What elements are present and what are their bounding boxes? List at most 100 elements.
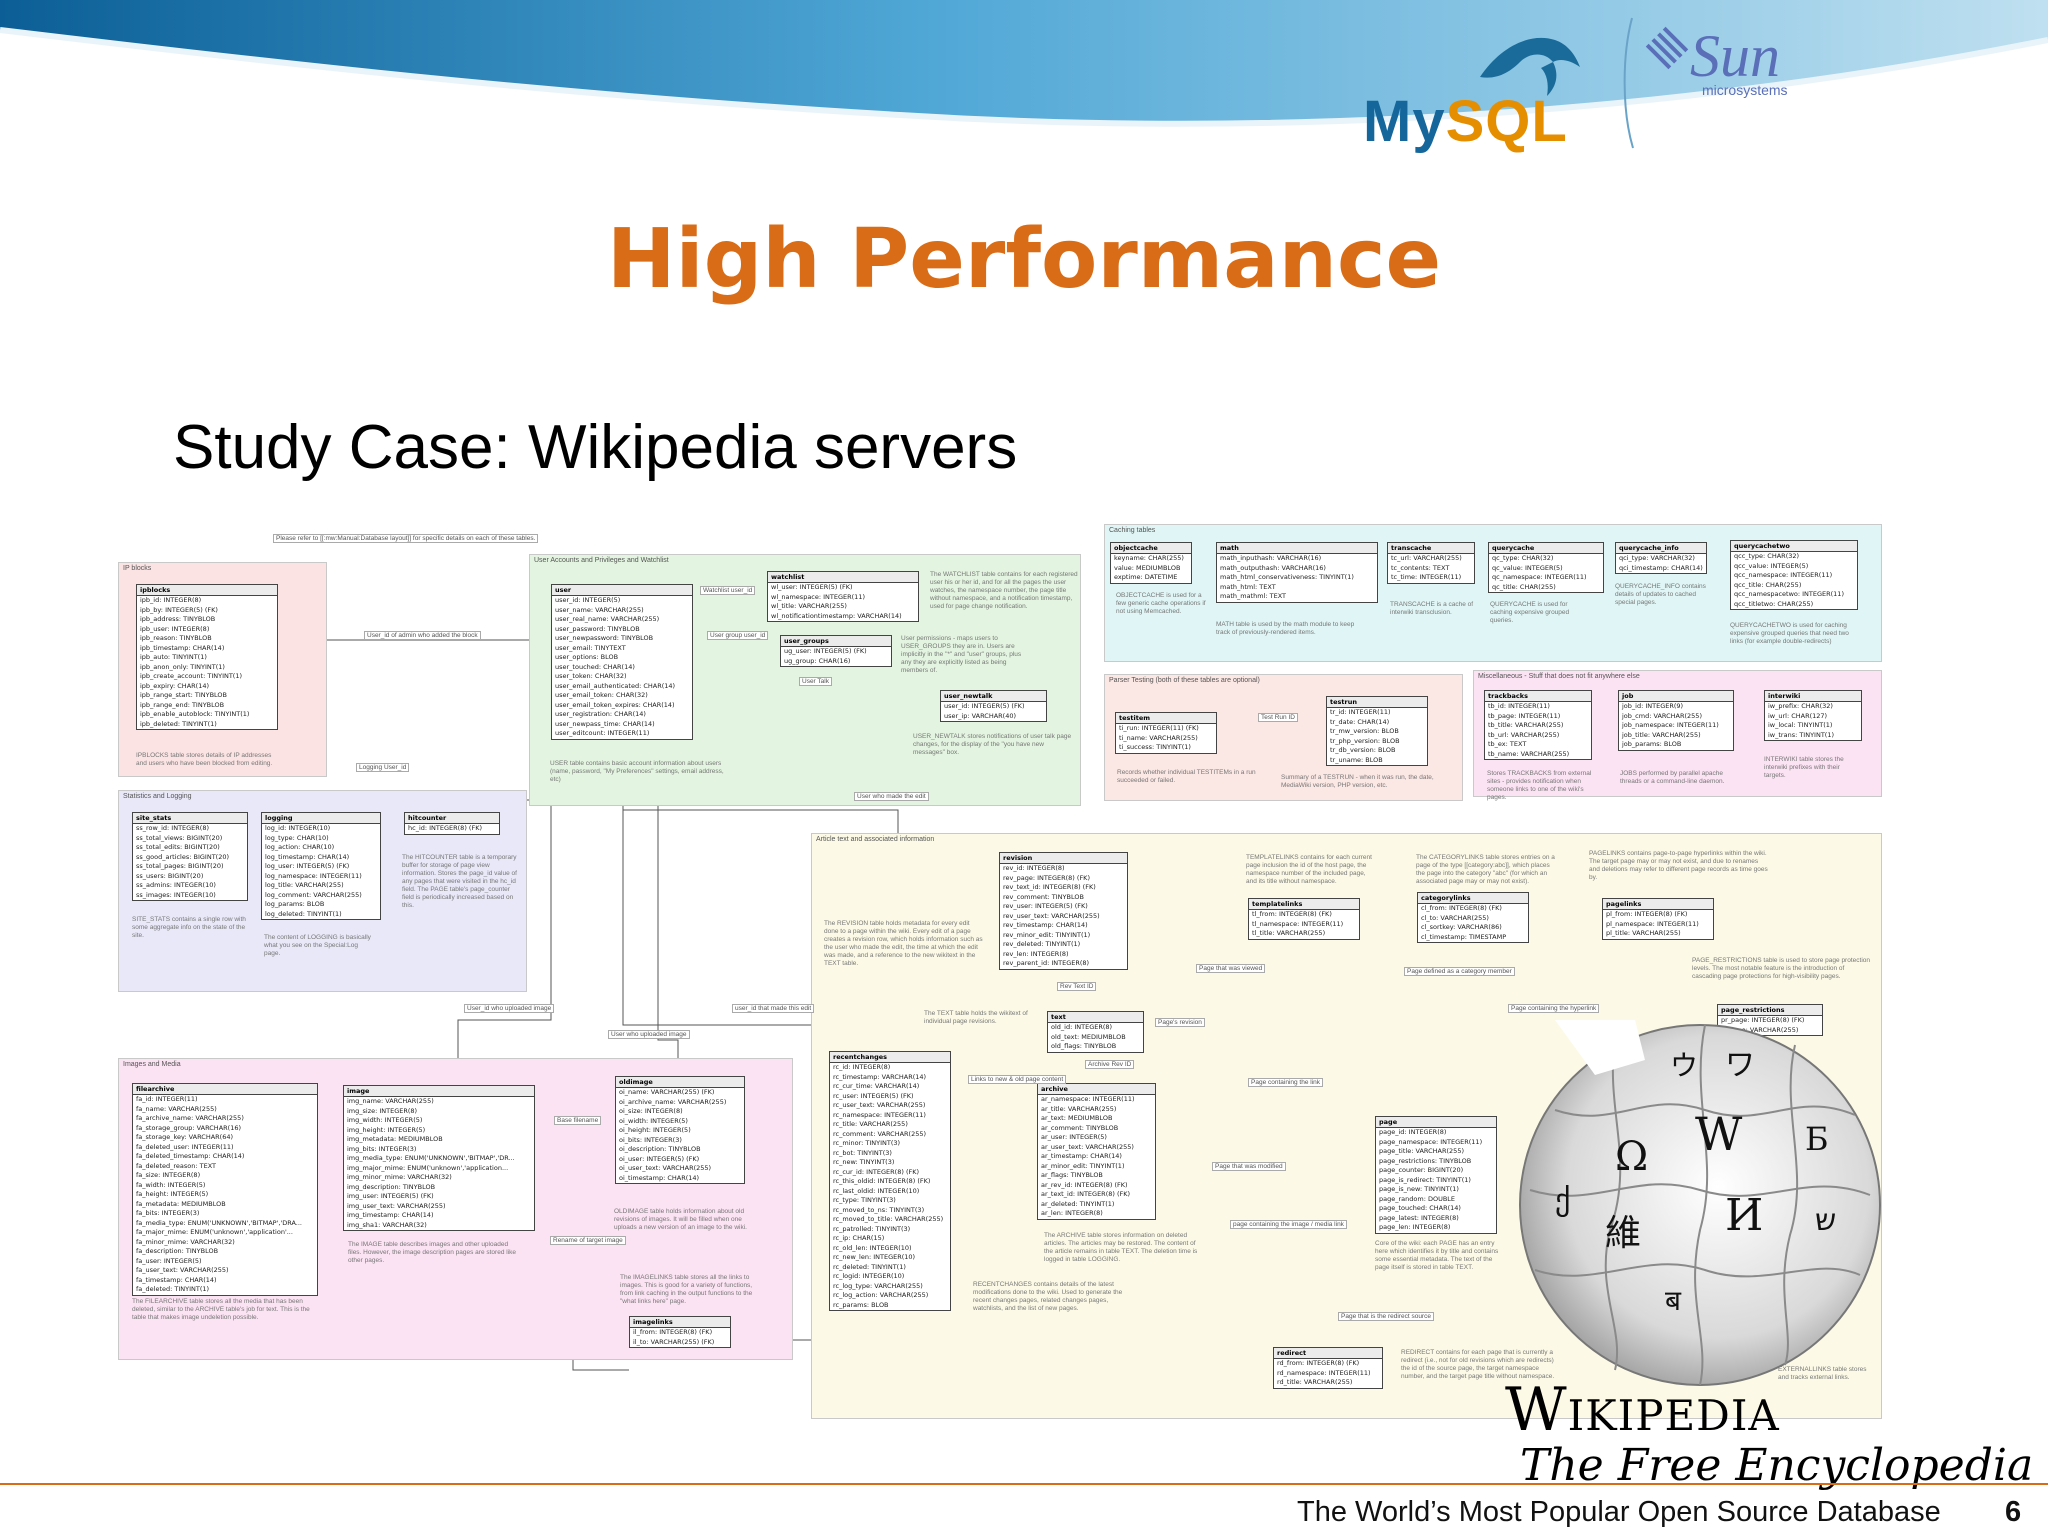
- table-field: page_is_redirect: TINYINT(1): [1379, 1175, 1471, 1184]
- table-field: img_bits: INTEGER(3): [347, 1144, 417, 1153]
- table-field: fa_storage_key: VARCHAR(64): [136, 1133, 234, 1141]
- table-field: rc_moved_to_ns: TINYINT(3): [833, 1205, 925, 1214]
- table-field: oi_size: INTEGER(8): [619, 1107, 683, 1115]
- relation-label: Page containing the link: [1248, 1078, 1324, 1087]
- table-description-note: QUERYCACHETWO is used for caching expens…: [1730, 622, 1849, 645]
- table-field: value: MEDIUMBLOB: [1114, 563, 1181, 572]
- table-field: fa_minor_mime: VARCHAR(32): [136, 1237, 235, 1246]
- table-field: rev_timestamp: CHAR(14): [1003, 921, 1088, 929]
- table-field: rc_deleted: TINYINT(1): [833, 1262, 906, 1271]
- table-field: log_comment: VARCHAR(255): [265, 890, 362, 899]
- table-field: qc_type: CHAR(32): [1492, 554, 1554, 562]
- relation-label: Test Run ID: [1258, 713, 1298, 722]
- table-field: cl_to: VARCHAR(255): [1421, 913, 1489, 922]
- table-name: redirect: [1274, 1348, 1382, 1359]
- table-field: iw_local: TINYINT(1): [1768, 721, 1833, 729]
- globe-glyph: ქ: [1555, 1183, 1570, 1218]
- table-field: rc_new: TINYINT(3): [833, 1158, 895, 1166]
- table-field: fa_metadata: MEDIUMBLOB: [136, 1199, 226, 1208]
- table-field: ipb_reason: TINYBLOB: [140, 634, 212, 642]
- relation-label: page containing the image / media link: [1230, 1220, 1347, 1229]
- table-name: text: [1048, 1012, 1143, 1023]
- table-name: revision: [1000, 853, 1127, 864]
- table-field: user_email_authenticated: CHAR(14): [555, 681, 676, 690]
- table-field: rev_page: INTEGER(8) (FK): [1003, 873, 1090, 882]
- relation-label: Rename of target image: [550, 1236, 626, 1245]
- table-field: rc_new_len: INTEGER(10): [833, 1253, 916, 1261]
- relation-label: User who uploaded image: [608, 1030, 690, 1039]
- table-name: job: [1619, 691, 1733, 702]
- relation-label: Archive Rev ID: [1085, 1060, 1135, 1069]
- table-field: ss_users: BIGINT(20): [136, 871, 204, 880]
- table-name: page_restrictions: [1718, 1005, 1822, 1016]
- table-field: rc_minor: TINYINT(3): [833, 1139, 901, 1147]
- sun-logo-text: Sun: [1690, 23, 1780, 89]
- table-field: fa_media_type: ENUM('UNKNOWN','BITMAP','…: [136, 1218, 302, 1227]
- globe-glyph: 維: [1605, 1213, 1641, 1254]
- table-field: fa_storage_group: VARCHAR(16): [136, 1123, 241, 1132]
- region-label: Miscellaneous - Stuff that does not fit …: [1478, 673, 1640, 680]
- table-field: rc_comment: VARCHAR(255): [833, 1129, 927, 1138]
- table-field: log_params: BLOB: [265, 900, 325, 908]
- sun-logo-subtitle: microsystems: [1702, 82, 1788, 98]
- table-field: qcc_title: CHAR(255): [1734, 580, 1802, 589]
- table-field: rev_comment: TINYBLOB: [1003, 892, 1084, 901]
- table-field: ar_user_text: VARCHAR(255): [1041, 1142, 1134, 1151]
- table-name: filearchive: [133, 1084, 317, 1095]
- table-description-note: The REVISION table holds metadata for ev…: [824, 920, 983, 967]
- table-field: rc_namespace: INTEGER(11): [833, 1110, 926, 1119]
- table-description-note: SITE_STATS contains a single row with so…: [132, 916, 246, 939]
- table-field: ar_comment: TINYBLOB: [1041, 1123, 1119, 1132]
- table-field: math_html: TEXT: [1220, 582, 1276, 591]
- table-field: tb_page: INTEGER(11): [1488, 711, 1561, 720]
- table-field: log_type: CHAR(10): [265, 833, 329, 842]
- table-field: tl_from: INTEGER(8) (FK): [1252, 910, 1332, 918]
- table-name: querycache_info: [1616, 543, 1706, 554]
- table-field: img_user: INTEGER(5) (FK): [347, 1192, 434, 1200]
- table-description-note: MATH table is used by the math module to…: [1216, 621, 1355, 636]
- table-description-note: The WATCHLIST table contains for each re…: [930, 571, 1078, 610]
- table-field: il_to: VARCHAR(255) (FK): [633, 1337, 715, 1346]
- table-field: tl_namespace: INTEGER(11): [1252, 919, 1344, 928]
- table-field: user_editcount: INTEGER(11): [555, 729, 650, 737]
- relation-label: Page that was modified: [1212, 1162, 1286, 1171]
- wikipedia-globe-icon: Ω W И 維 ワ ウ Б ש ქ ब: [1519, 1020, 1881, 1386]
- table-field: old_id: INTEGER(8): [1051, 1023, 1113, 1031]
- table-field: user_token: CHAR(32): [555, 672, 627, 680]
- table-field: hc_id: INTEGER(8) (FK): [408, 824, 482, 832]
- table-description-note: QUERYCACHE is used for caching expensive…: [1490, 601, 1570, 624]
- table-description-note: The content of LOGGING is basically what…: [264, 934, 371, 957]
